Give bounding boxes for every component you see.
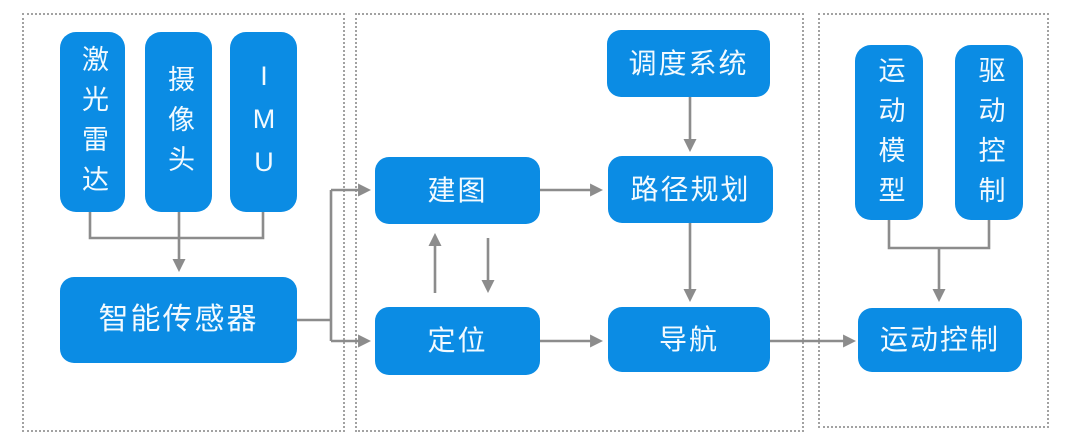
node-path-planning: 路径规划 [608,156,773,223]
panel-motion [818,13,1049,428]
node-motion-model: 运动模型 [855,45,923,220]
node-lidar: 激光雷达 [60,32,125,212]
node-motion-control: 运动控制 [858,308,1022,372]
node-smart-sensor: 智能传感器 [60,277,297,363]
node-imu: IMU [230,32,297,212]
node-navigation: 导航 [608,307,770,372]
panel-slam-planning [355,13,804,432]
node-mapping: 建图 [375,157,540,224]
node-camera: 摄像头 [145,32,212,212]
panel-sensors [22,13,345,432]
node-drive-control: 驱动控制 [955,45,1023,220]
node-localization: 定位 [375,307,540,375]
node-dispatch-system: 调度系统 [607,30,770,97]
